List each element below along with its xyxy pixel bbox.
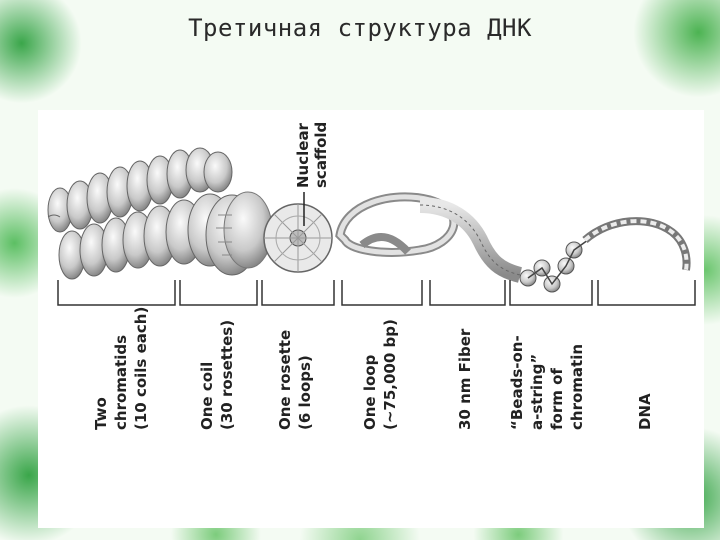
bracket-chromatids — [58, 280, 175, 305]
stage-4-line-1: One loop — [361, 354, 379, 430]
stage-6-line-3: form of — [548, 368, 566, 430]
stage-labels: Two chromatids (10 coils each) One coil … — [92, 307, 654, 430]
stage-5-line-1: 30 nm Fiber — [456, 328, 474, 430]
stage-3-line-2: (6 loops) — [296, 355, 314, 430]
thirty-nm-fiber — [420, 205, 520, 275]
bracket-dna — [598, 280, 695, 305]
stage-6-line-2: a-string” — [528, 354, 546, 430]
stage-2-line-2: (30 rosettes) — [218, 320, 236, 430]
stage-brackets — [58, 280, 695, 305]
rosette-coil — [206, 192, 272, 275]
scaffold-label-line-1: Nuclear — [294, 122, 312, 188]
bracket-fiber — [430, 280, 505, 305]
single-rosette — [264, 204, 332, 272]
stage-3-line-1: One rosette — [276, 330, 294, 430]
bracket-loop — [342, 280, 422, 305]
stage-1-line-3: (10 coils each) — [132, 307, 150, 430]
dna-helix — [585, 221, 687, 270]
stage-4-line-2: (~75,000 bp) — [381, 319, 399, 430]
stage-7-line-1: DNA — [636, 393, 654, 430]
stage-1-line-1: Two — [92, 397, 110, 430]
stage-6-line-1: “Beads-on- — [508, 335, 526, 430]
bracket-coil — [180, 280, 257, 305]
stage-6-line-4: chromatin — [568, 344, 586, 430]
stage-1-line-2: chromatids — [112, 335, 130, 430]
scaffold-label-line-2: scaffold — [312, 122, 330, 188]
bracket-rosette — [262, 280, 334, 305]
stage-2-line-1: One coil — [198, 362, 216, 430]
beads-on-string — [520, 240, 588, 292]
